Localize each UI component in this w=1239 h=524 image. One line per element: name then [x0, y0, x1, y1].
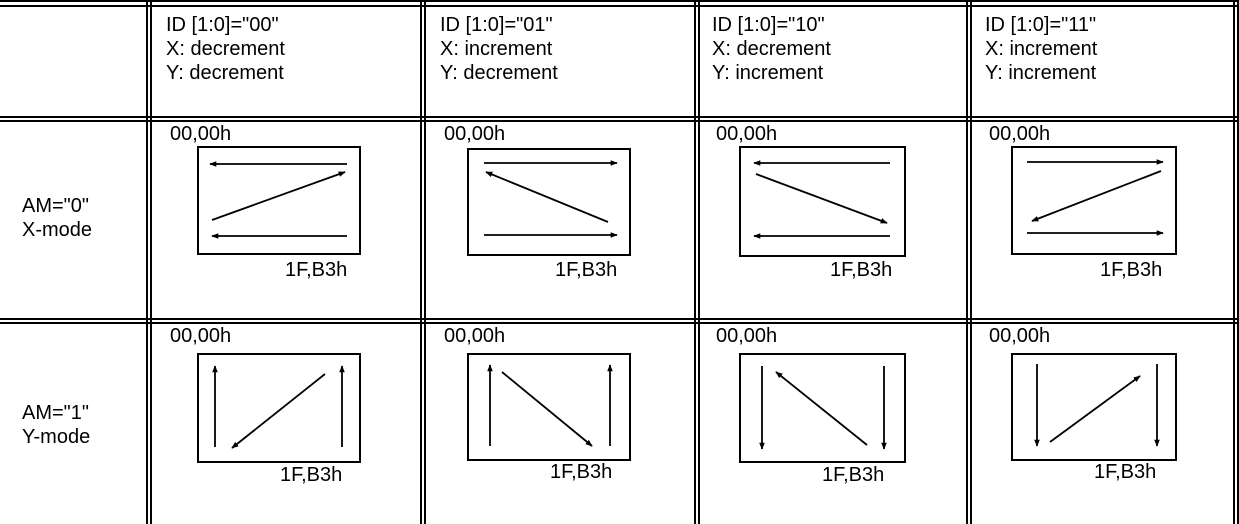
end-label: 1F,B3h: [830, 259, 893, 281]
scan-arrow: [755, 173, 888, 224]
origin-label: 00,00h: [170, 325, 232, 347]
header-y: Y: increment: [985, 62, 1097, 84]
origin-label: 00,00h: [444, 123, 506, 145]
header-y: Y: decrement: [166, 62, 284, 84]
scan-box: [739, 353, 906, 463]
end-label: 1F,B3h: [280, 464, 343, 486]
scan-box: [739, 146, 906, 257]
row-label-y-mode: AM="1" Y-mode: [22, 401, 90, 449]
header-cell-id01: ID [1:0]="01" X: increment Y: decrement: [440, 13, 558, 85]
mode-name: X-mode: [22, 219, 93, 241]
end-label: 1F,B3h: [1100, 259, 1163, 281]
am-value: AM="1": [22, 402, 90, 424]
scan-arrow: [1049, 375, 1141, 443]
scan-arrow: [775, 371, 868, 446]
header-x: X: increment: [985, 38, 1098, 60]
origin-label: 00,00h: [716, 325, 778, 347]
header-cell-id10: ID [1:0]="10" X: decrement Y: increment: [712, 13, 831, 85]
end-label: 1F,B3h: [550, 461, 613, 483]
scan-arrow: [485, 171, 609, 223]
scan-arrow: [211, 171, 346, 221]
header-id: ID [1:0]="10": [712, 14, 825, 36]
header-id: ID [1:0]="00": [166, 14, 279, 36]
end-label: 1F,B3h: [1094, 461, 1157, 483]
scan-arrow: [231, 373, 326, 449]
origin-label: 00,00h: [989, 123, 1051, 145]
scan-arrow: [501, 371, 593, 447]
row-label-x-mode: AM="0" X-mode: [22, 194, 92, 242]
header-x: X: increment: [440, 38, 553, 60]
origin-label: 00,00h: [444, 325, 506, 347]
origin-label: 00,00h: [989, 325, 1051, 347]
scan-arrow: [1031, 170, 1162, 222]
header-y: Y: decrement: [440, 62, 558, 84]
header-id: ID [1:0]="11": [985, 14, 1097, 36]
scan-box: [1011, 353, 1177, 461]
end-label: 1F,B3h: [555, 259, 618, 281]
am-value: AM="0": [22, 195, 90, 217]
mode-name: Y-mode: [22, 426, 91, 448]
header-cell-id00: ID [1:0]="00" X: decrement Y: decrement: [166, 13, 285, 85]
end-label: 1F,B3h: [822, 464, 885, 486]
scan-box: [197, 353, 361, 463]
header-x: X: decrement: [712, 38, 831, 60]
header-cell-id11: ID [1:0]="11" X: increment Y: increment: [985, 13, 1097, 85]
header-x: X: decrement: [166, 38, 285, 60]
scan-box: [197, 146, 361, 255]
origin-label: 00,00h: [716, 123, 778, 145]
origin-label: 00,00h: [170, 123, 232, 145]
scan-box: [467, 353, 631, 461]
end-label: 1F,B3h: [285, 259, 348, 281]
header-id: ID [1:0]="01": [440, 14, 553, 36]
header-y: Y: increment: [712, 62, 824, 84]
scan-box: [467, 148, 631, 256]
scan-box: [1011, 146, 1177, 255]
